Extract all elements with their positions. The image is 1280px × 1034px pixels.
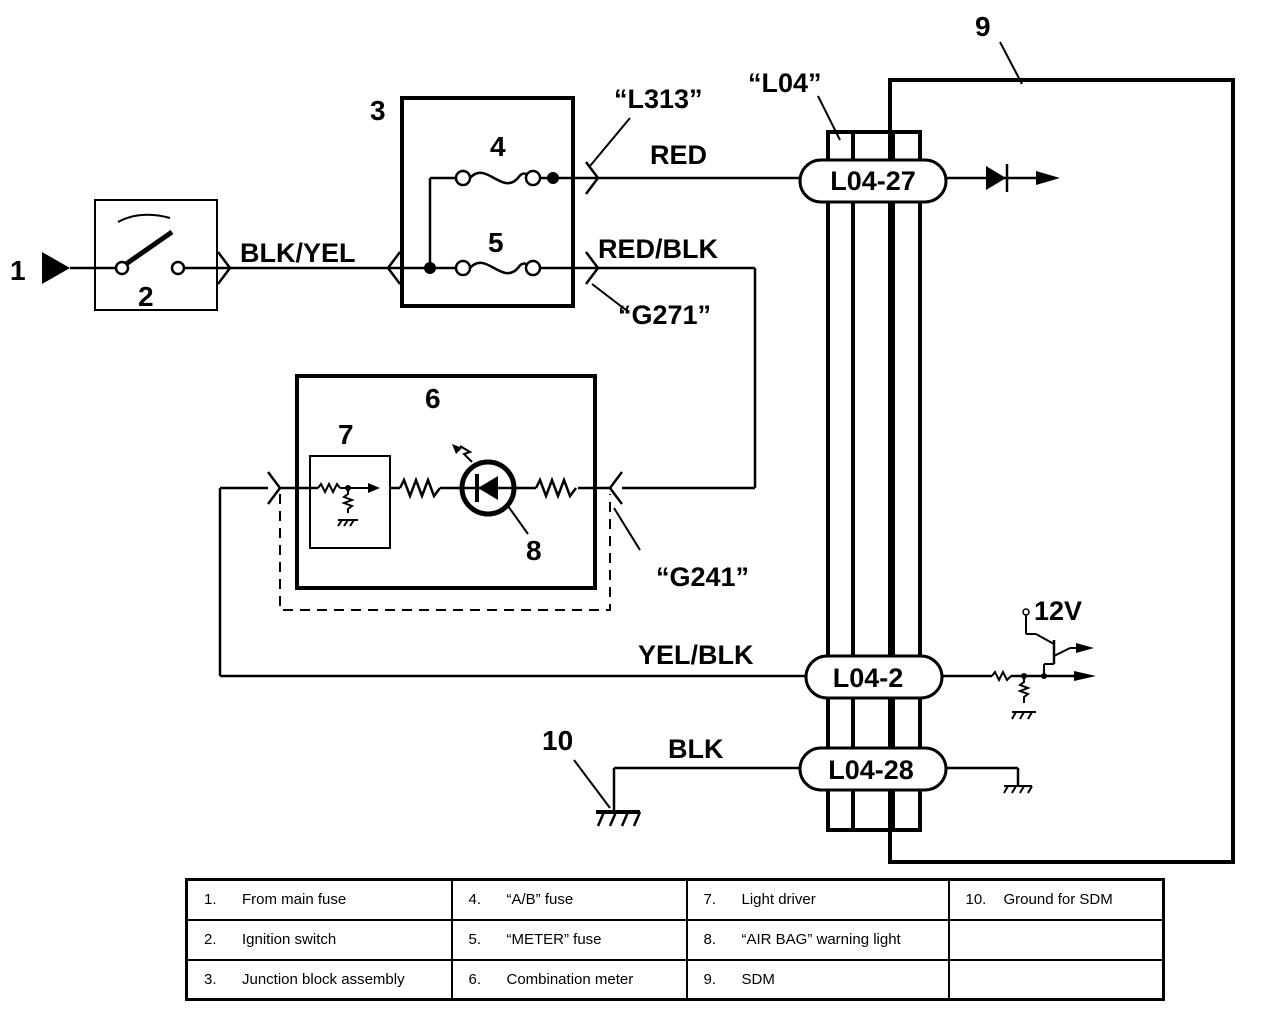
legend-number: 9.	[703, 970, 717, 988]
legend-table: 1. From main fuse 4. “A/B” fuse 7. Light driv…	[185, 878, 1165, 1001]
legend-text: SDM	[741, 970, 775, 988]
callout-4: 4	[490, 131, 506, 162]
input-arrow-icon	[42, 252, 70, 284]
diode-icon	[986, 166, 1006, 190]
resistor-icon	[398, 476, 441, 500]
callout-8: 8	[526, 535, 542, 566]
callout-9: 9	[975, 11, 991, 42]
junction-block-box	[400, 96, 575, 308]
voltage-12v-label: 12V	[1034, 596, 1082, 626]
callout-2: 2	[138, 281, 154, 312]
legend-number: 10.	[965, 891, 987, 909]
legend-text: Ignition switch	[242, 931, 337, 948]
legend-cell: 8. “AIR BAG” warning light	[685, 918, 950, 961]
resistor-icon	[534, 476, 577, 500]
ab-fuse-icon	[469, 171, 532, 185]
legend-number: 8.	[703, 931, 717, 948]
meter-fuse-icon	[469, 261, 532, 275]
pin-l04-28-label: L04-28	[828, 755, 914, 785]
pin-l04-27-label: L04-27	[830, 166, 916, 196]
combination-meter-box	[295, 374, 597, 590]
legend-text: “METER” fuse	[506, 931, 602, 948]
legend-number: 4.	[468, 891, 482, 909]
callout-3: 3	[370, 95, 386, 126]
fuse-terminal-icon	[454, 169, 472, 187]
legend-text: “A/B” fuse	[506, 891, 574, 909]
wire-blk-label: BLK	[668, 734, 724, 764]
wire-red-label: RED	[650, 140, 707, 170]
arrow-icon	[368, 483, 380, 493]
wire-yel-blk-label: YEL/BLK	[638, 640, 754, 670]
switch-contact-icon	[114, 260, 130, 276]
callout-10: 10	[542, 725, 573, 756]
connector-g271-label: “G271”	[618, 300, 711, 330]
legend-text: Ground for SDM	[1003, 891, 1113, 909]
wiring-diagram: 9 “L04” 1 2 BLK/YEL 3 4 5 “L313” RED L04…	[10, 11, 1235, 864]
ground-icon	[1003, 785, 1033, 794]
connector-g241-label: “G241”	[656, 562, 749, 592]
arrow-icon	[1074, 671, 1096, 681]
wire-blk-yel-label: BLK/YEL	[240, 238, 356, 268]
connector-l04-label: “L04”	[748, 68, 822, 98]
legend-cell	[947, 958, 1165, 1001]
legend-row: 3. Junction block assembly 6. Combination m…	[185, 958, 1165, 1001]
light-driver-box	[309, 455, 391, 549]
l04-connector-body	[826, 130, 922, 832]
legend-cell: 2. Ignition switch	[185, 918, 453, 961]
legend-number: 2.	[204, 931, 217, 948]
legend-text: Junction block assembly	[242, 970, 405, 988]
ground-icon	[596, 811, 642, 827]
legend-cell: 7. Light driver	[685, 878, 950, 921]
callout-7: 7	[338, 419, 354, 450]
switch-contact-icon	[170, 260, 186, 276]
legend-cell: 9. SDM	[685, 958, 950, 1001]
connector-l313-label: “L313”	[614, 84, 703, 114]
arrow-icon	[1036, 171, 1060, 185]
legend-cell: 4. “A/B” fuse	[450, 878, 688, 921]
legend-row: 2. Ignition switch 5. “METER” fuse 8. “AIR BA…	[185, 918, 1165, 961]
wire-red-blk-label: RED/BLK	[598, 234, 718, 264]
legend-number: 1.	[204, 891, 217, 909]
legend-cell: 10. Ground for SDM	[947, 878, 1165, 921]
legend-cell: 3. Junction block assembly	[185, 958, 453, 1001]
legend-number: 3.	[204, 970, 217, 988]
callout-6: 6	[425, 383, 441, 414]
legend-cell: 5. “METER” fuse	[450, 918, 688, 961]
shield-dashed	[279, 494, 611, 611]
legend-cell	[947, 918, 1165, 961]
legend-text: Light driver	[741, 891, 816, 909]
legend-number: 7.	[703, 891, 717, 909]
ignition-switch-box	[94, 199, 218, 311]
legend-number: 5.	[468, 931, 482, 948]
sdm-box	[888, 78, 1235, 864]
callout-5: 5	[488, 227, 504, 258]
legend-cell: 1. From main fuse	[185, 878, 453, 921]
callout-1: 1	[10, 255, 26, 286]
pin-l04-2-label: L04-2	[833, 663, 904, 693]
legend-number: 6.	[468, 970, 482, 988]
legend-text: Combination meter	[506, 970, 634, 988]
legend-row: 1. From main fuse 4. “A/B” fuse 7. Light driv…	[185, 878, 1165, 921]
legend-cell: 6. Combination meter	[450, 958, 688, 1001]
legend-text: From main fuse	[242, 891, 347, 909]
legend-text: “AIR BAG” warning light	[741, 931, 901, 948]
pin-l04-27	[798, 158, 948, 204]
